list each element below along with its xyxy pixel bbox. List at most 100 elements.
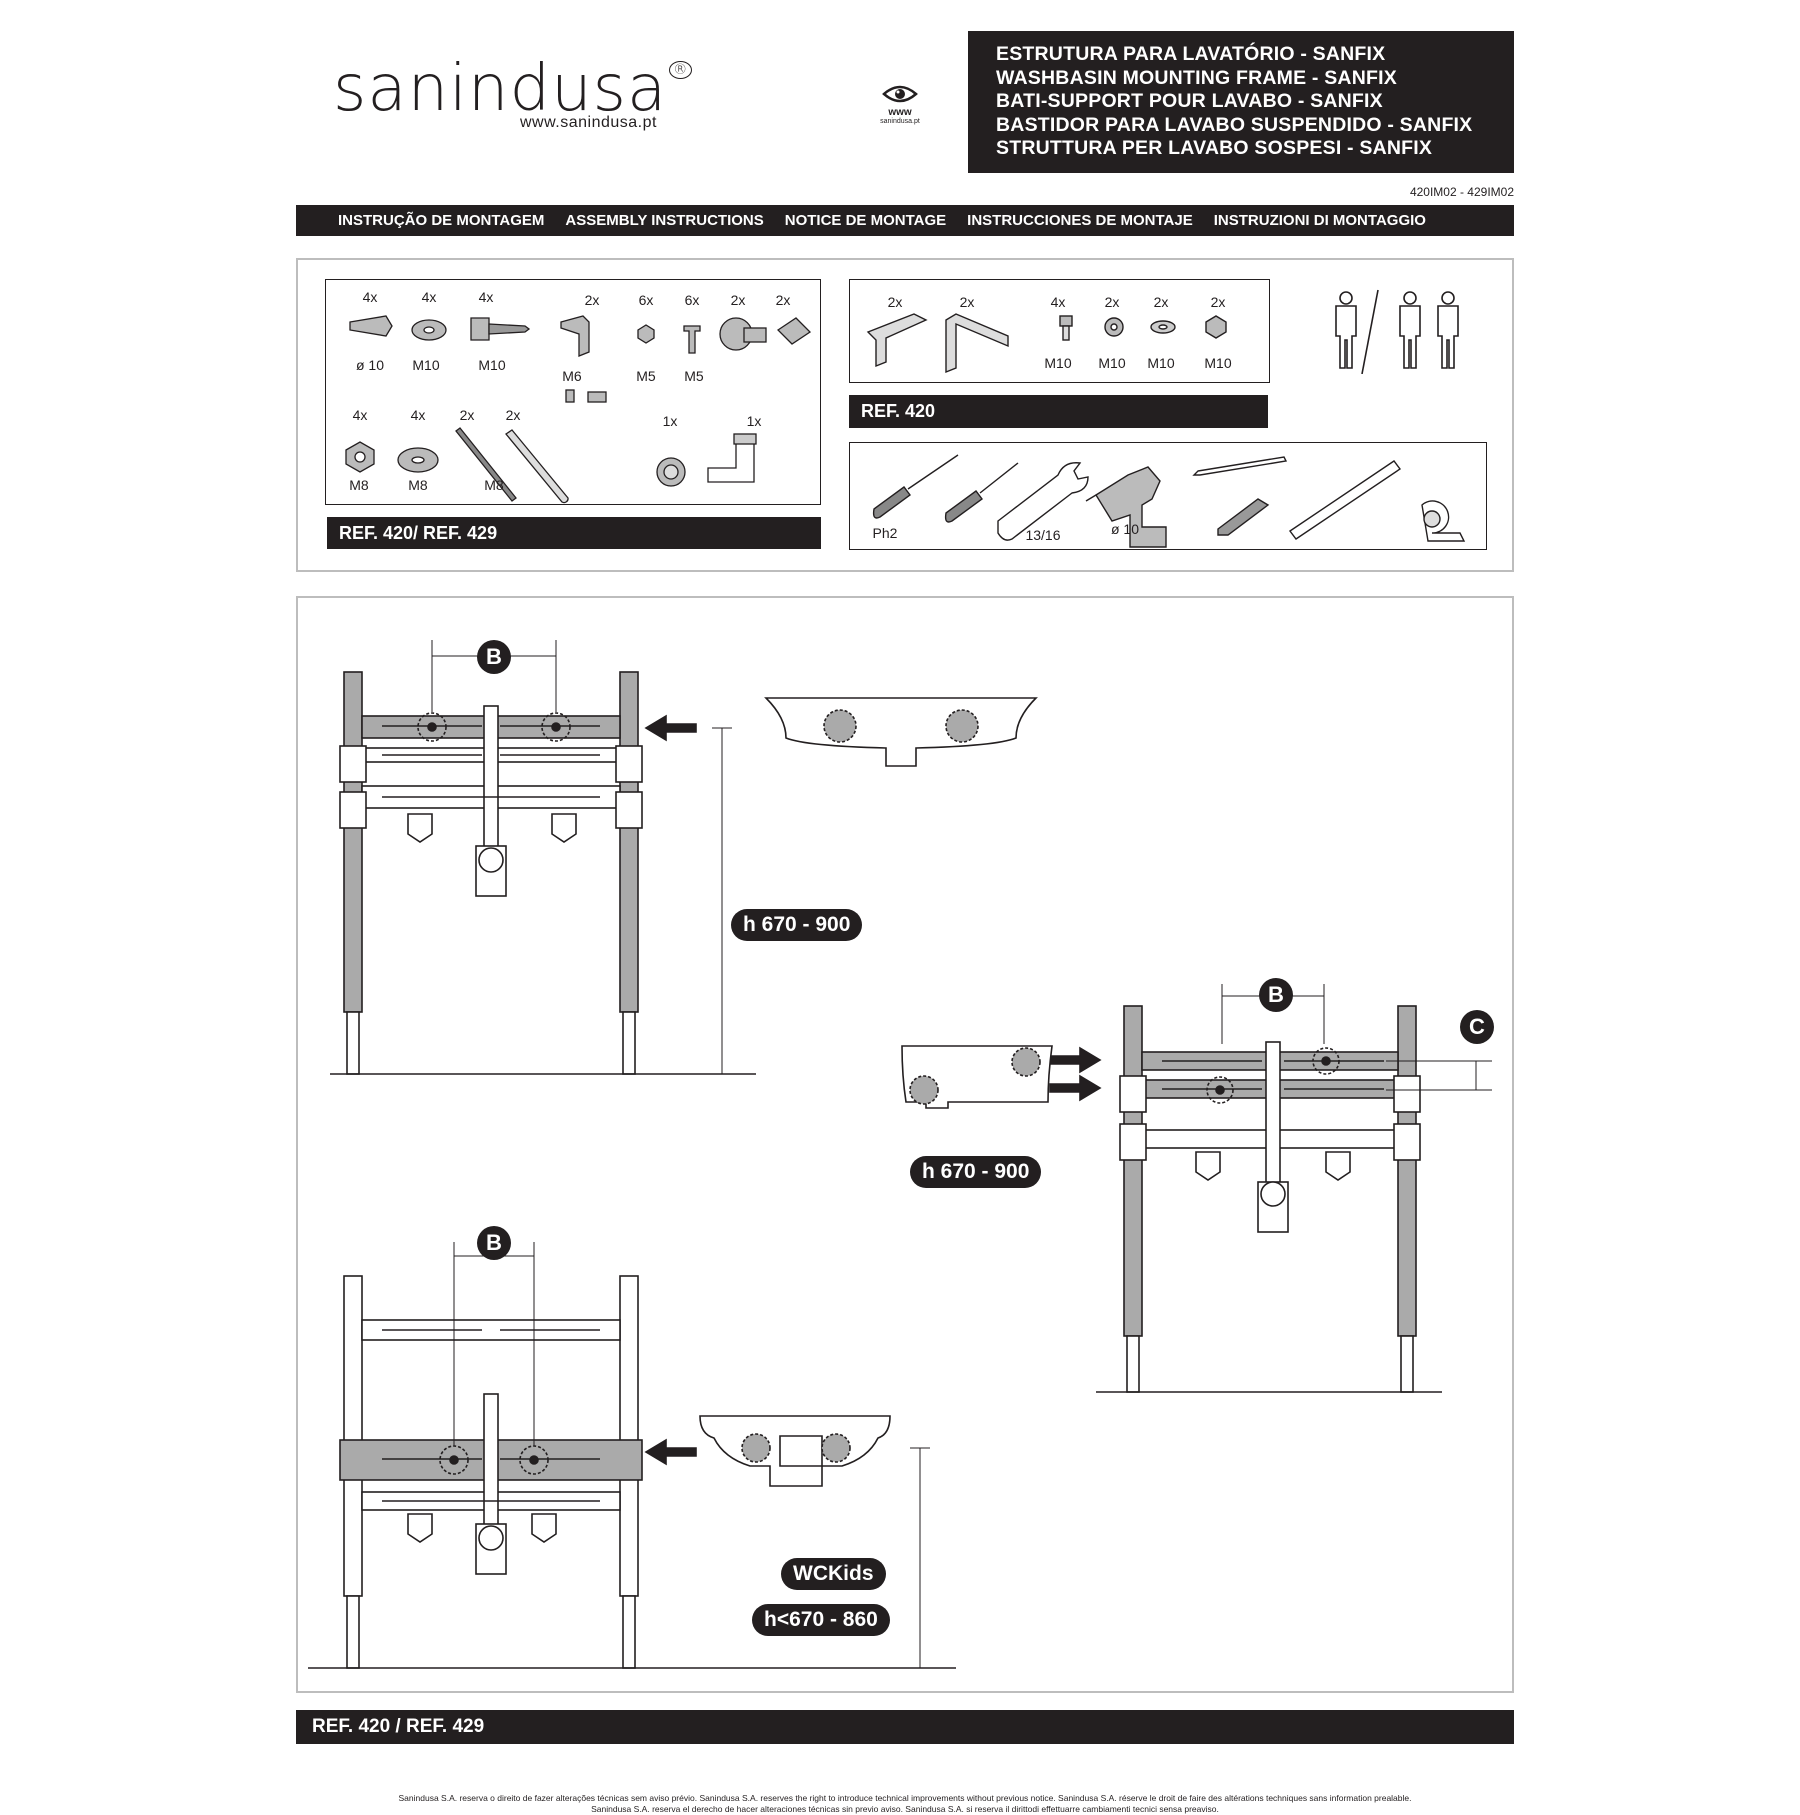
instructions-es: INSTRUCCIONES DE MONTAJE bbox=[967, 212, 1193, 229]
size-label: M5 bbox=[636, 368, 656, 384]
qty-label: 4x bbox=[410, 407, 426, 423]
size-label: M6 bbox=[562, 368, 582, 384]
instructions-en: ASSEMBLY INSTRUCTIONS bbox=[565, 212, 764, 229]
web-badge-label: www bbox=[888, 107, 912, 118]
angle-bracket-icon bbox=[945, 313, 1009, 374]
qty-label: 2x bbox=[505, 407, 521, 423]
threaded-rod-icon bbox=[455, 427, 517, 502]
rod-icon bbox=[505, 429, 569, 504]
bracket-m6-icon bbox=[560, 315, 590, 357]
instructions-bar: INSTRUÇÃO DE MONTAGEM ASSEMBLY INSTRUCTI… bbox=[296, 205, 1514, 236]
size-label: M10 bbox=[1204, 355, 1232, 371]
assembly-diagrams bbox=[308, 640, 1492, 1669]
utility-knife-icon bbox=[1217, 498, 1270, 536]
size-label: ø 10 bbox=[355, 357, 384, 373]
brand-url[interactable]: www.sanindusa.pt bbox=[520, 114, 657, 131]
washbasin-front-view bbox=[764, 697, 1038, 767]
height-range-label: h 670 - 900 bbox=[731, 909, 863, 941]
qty-label: 1x bbox=[662, 413, 678, 429]
size-label: M8 bbox=[349, 477, 369, 493]
instructions-pt: INSTRUÇÃO DE MONTAGEM bbox=[338, 212, 545, 229]
web-badge: www sanindusa.pt bbox=[870, 84, 930, 125]
qty-label: 2x bbox=[730, 292, 746, 308]
qty-label: 2x bbox=[1153, 294, 1169, 310]
height-range-label: h 670 - 900 bbox=[910, 1156, 1042, 1188]
plate-m6-icon bbox=[587, 391, 607, 403]
spirit-level-icon bbox=[1288, 460, 1402, 540]
size-label: M8 bbox=[484, 477, 504, 493]
drill-icon bbox=[1095, 466, 1167, 548]
document-code: 420IM02 - 429IM02 bbox=[1409, 185, 1514, 199]
size-label: M10 bbox=[478, 357, 506, 373]
ref-420-label: REF. 420 bbox=[849, 395, 1268, 428]
elbow-pipe-icon bbox=[707, 441, 755, 483]
ref-420-parts-box: 2x 2x 4x 2x 2x 2x M10 M10 M10 M10 bbox=[849, 279, 1270, 383]
title-en: WASHBASIN MOUNTING FRAME - SANFIX bbox=[996, 66, 1397, 89]
qty-label: 6x bbox=[684, 292, 700, 308]
tool-label: ø 10 bbox=[1110, 521, 1139, 537]
size-label: M5 bbox=[684, 368, 704, 384]
instructions-fr: NOTICE DE MONTAGE bbox=[784, 212, 947, 229]
tool-label: Ph2 bbox=[872, 525, 898, 541]
qty-label: 4x bbox=[352, 407, 368, 423]
bolt-m6-icon bbox=[565, 389, 575, 403]
qty-label: 1x bbox=[746, 413, 762, 429]
dimension-b-label: B bbox=[477, 640, 511, 674]
title-es: BASTIDOR PARA LAVABO SUSPENDIDO - SANFIX bbox=[996, 113, 1473, 136]
nut-m10-icon bbox=[1205, 315, 1227, 339]
qty-label: 4x bbox=[421, 289, 437, 305]
qty-label: 2x bbox=[887, 294, 903, 310]
pencil-icon bbox=[1192, 456, 1288, 476]
legal-footer: Sanindusa S.A. reserva o direito de faze… bbox=[296, 1793, 1514, 1815]
product-title-box: ESTRUTURA PARA LAVATÓRIO - SANFIX WASHBA… bbox=[968, 31, 1514, 173]
wckids-label: WCKids bbox=[781, 1558, 886, 1590]
kids-height-label: h<670 - 860 bbox=[752, 1604, 890, 1636]
person-icon bbox=[1335, 291, 1357, 369]
qty-label: 6x bbox=[638, 292, 654, 308]
wall-bracket-icon bbox=[866, 313, 928, 368]
screw-m5-icon bbox=[683, 325, 701, 354]
nut-m5-icon bbox=[637, 324, 655, 344]
dimension-b-label: B bbox=[1259, 978, 1293, 1012]
qty-label: 2x bbox=[459, 407, 475, 423]
qty-label: 4x bbox=[1050, 294, 1066, 310]
size-label: M10 bbox=[1044, 355, 1072, 371]
footer-line: Sanindusa S.A. reserva o direito de faze… bbox=[398, 1793, 1412, 1803]
size-label: M10 bbox=[412, 357, 440, 373]
title-fr: BATI-SUPPORT POUR LAVABO - SANFIX bbox=[996, 90, 1383, 112]
qty-label: 2x bbox=[775, 292, 791, 308]
screwdriver-flat-icon bbox=[944, 490, 983, 523]
screwdriver-ph2-icon bbox=[872, 486, 911, 519]
dimension-c-label: C bbox=[1460, 1010, 1494, 1044]
person-icon bbox=[1399, 291, 1421, 369]
wall-plug-icon bbox=[349, 315, 393, 337]
bolt-m10-icon bbox=[1059, 315, 1073, 327]
frame-standard bbox=[330, 640, 1038, 1075]
qty-label: 2x bbox=[1104, 294, 1120, 310]
tools-box: Ph2 13/16 ø 10 bbox=[849, 442, 1487, 550]
brand-logo: sanindusa® bbox=[333, 52, 693, 126]
frame-offset bbox=[901, 984, 1492, 1393]
ref-420-parts-drawing bbox=[866, 313, 1227, 374]
dimension-b-label: B bbox=[477, 1226, 511, 1260]
size-label: M8 bbox=[408, 477, 428, 493]
qty-label: 4x bbox=[478, 289, 494, 305]
size-label: M10 bbox=[1147, 355, 1175, 371]
qty-label: 2x bbox=[584, 292, 600, 308]
installers-icon bbox=[1335, 289, 1459, 374]
instructions-it: INSTRUZIONI DI MONTAGGIO bbox=[1213, 212, 1426, 229]
footer-line: Sanindusa S.A. reserva el derecho de hac… bbox=[591, 1804, 1219, 1814]
qty-label: 4x bbox=[362, 289, 378, 305]
brand-name: sanindusa bbox=[333, 52, 668, 126]
screw-m10-icon bbox=[470, 317, 490, 341]
qty-label: 2x bbox=[959, 294, 975, 310]
common-parts-drawing bbox=[345, 315, 812, 504]
bottom-ref-label: REF. 420 / REF. 429 bbox=[296, 1710, 1514, 1744]
ref-420-429-label: REF. 420/ REF. 429 bbox=[327, 517, 821, 549]
title-pt: ESTRUTURA PARA LAVATÓRIO - SANFIX bbox=[996, 43, 1386, 65]
person-icon bbox=[1437, 291, 1459, 369]
qty-label: 2x bbox=[1210, 294, 1226, 310]
common-parts-box: 4x 4x 4x 2x 6x 6x 2x 2x ø 10 M10 M10 M6 … bbox=[325, 279, 821, 505]
web-badge-domain: sanindusa.pt bbox=[880, 118, 920, 125]
frame-kids bbox=[308, 1242, 956, 1669]
